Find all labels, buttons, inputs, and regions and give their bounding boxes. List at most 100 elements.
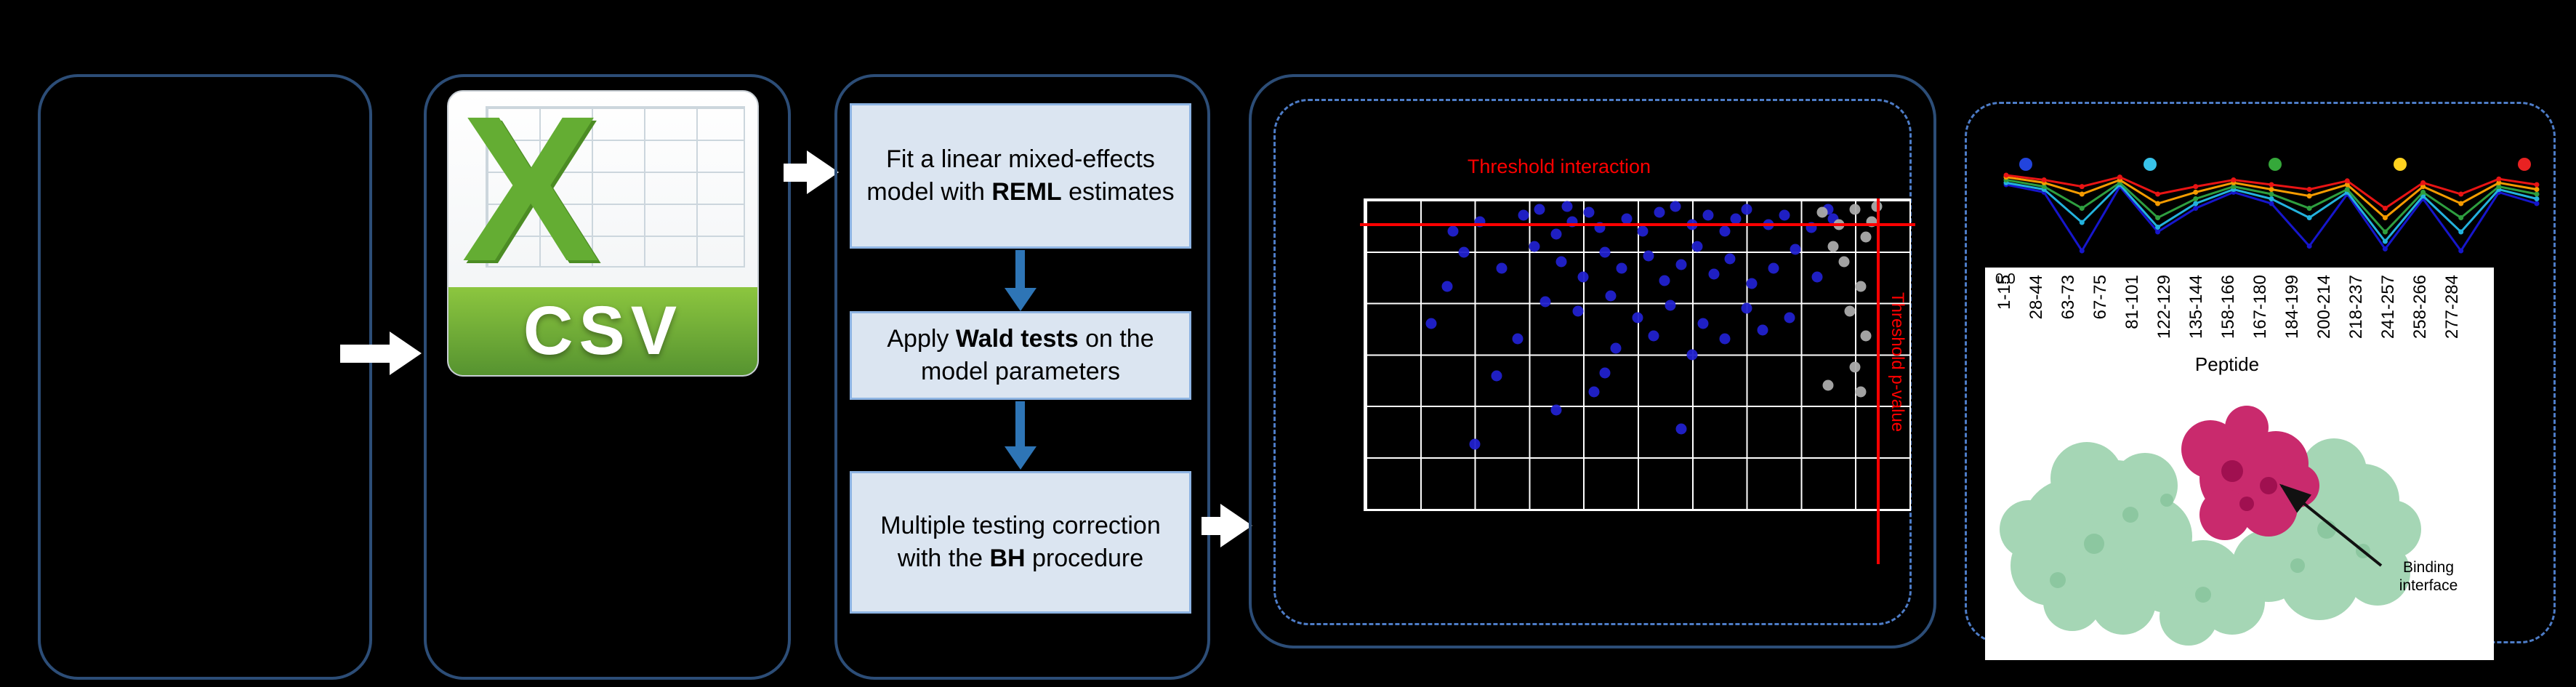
scatter-point-blue: [1518, 209, 1529, 221]
scatter-point-blue: [1697, 318, 1709, 329]
scatter-point-blue: [1648, 330, 1659, 342]
series-marker-blue: [2382, 246, 2388, 252]
marker-dot-green: [2269, 158, 2282, 171]
panel-csv: [424, 74, 791, 680]
scatter-point-blue: [1572, 305, 1584, 317]
peptide-marker-row: [1992, 158, 2559, 172]
marker-dot-blue: [2018, 158, 2032, 171]
series-marker-orange: [2458, 201, 2464, 206]
panel-volcano-outer: [1249, 74, 1936, 648]
scatter-point-blue: [1741, 302, 1752, 314]
flow-step-wald-text: Apply Wald tests on the model parameters: [887, 325, 1154, 385]
scatter-point-blue: [1659, 275, 1670, 286]
series-marker-cyan: [2155, 225, 2161, 230]
series-marker-cyan: [2382, 238, 2388, 244]
scatter-point-blue: [1691, 241, 1703, 252]
scatter-point-blue: [1790, 244, 1801, 255]
series-marker-green: [2041, 184, 2047, 190]
scatter-point-gray: [1849, 204, 1861, 215]
scatter-point-gray: [1849, 361, 1861, 372]
marker-dot-yellow: [2393, 158, 2407, 171]
scatter-point-gray: [1816, 206, 1828, 218]
down-arrow-2: [1015, 401, 1025, 446]
series-marker-red: [2193, 184, 2199, 190]
scatter-point-blue: [1811, 271, 1823, 283]
scatter-point-blue: [1550, 404, 1562, 416]
scatter-point-gray: [1844, 305, 1856, 317]
peptide-axis-label: Peptide: [2194, 353, 2260, 375]
series-marker-blue: [2079, 248, 2085, 254]
binding-interface-arrow-icon: [2279, 483, 2383, 567]
series-marker-green: [2079, 206, 2085, 211]
arrow-head-icon: [1220, 504, 1252, 547]
scatter-point-blue: [1730, 213, 1742, 224]
scatter-point-blue: [1708, 268, 1720, 280]
scatter-point-gray: [1822, 379, 1834, 391]
scatter-point-blue: [1441, 281, 1453, 292]
scatter-point-blue: [1719, 225, 1731, 236]
series-marker-green: [2496, 184, 2502, 190]
series-marker-orange: [2155, 201, 2161, 206]
threshold-pvalue-line: [1877, 198, 1880, 564]
scatter-point-blue: [1632, 312, 1643, 323]
series-marker-blue: [2306, 244, 2312, 249]
series-marker-orange: [2534, 187, 2540, 192]
scatter-point-blue: [1458, 246, 1470, 258]
scatter-point-blue: [1779, 209, 1790, 221]
series-marker-blue: [2155, 229, 2161, 235]
series-marker-orange: [2382, 215, 2388, 220]
series-marker-red: [2344, 178, 2350, 184]
series-marker-red: [2003, 172, 2009, 178]
arrow-shaft: [1202, 516, 1220, 535]
scatter-point-blue: [1425, 318, 1437, 329]
scatter-point-blue: [1665, 300, 1676, 310]
protein-structure-image: [2000, 406, 2421, 646]
series-marker-red: [2079, 184, 2085, 190]
series-marker-orange: [2496, 180, 2502, 185]
arrow-shaft: [784, 163, 807, 182]
scatter-point-blue: [1561, 201, 1573, 212]
series-marker-red: [2496, 176, 2502, 182]
scatter-point-blue: [1610, 342, 1622, 354]
series-marker-cyan: [2458, 229, 2464, 235]
scatter-point-blue: [1539, 296, 1551, 308]
series-marker-cyan: [2306, 215, 2312, 220]
scatter-point-blue: [1643, 250, 1654, 261]
arrow-right-1: [340, 332, 422, 375]
series-marker-green: [2458, 215, 2464, 220]
scatter-point-blue: [1654, 206, 1665, 218]
series-marker-green: [2534, 191, 2540, 197]
flow-step-wald: Apply Wald tests on the model parameters: [850, 311, 1191, 400]
scatter-point-gray: [1855, 386, 1867, 397]
scatter-point-blue: [1675, 259, 1687, 270]
peptide-line-chart: [2003, 172, 2540, 254]
series-marker-green: [2344, 187, 2350, 192]
scatter-point-gray: [1827, 241, 1839, 252]
binding-interface-label: Binding interface: [2399, 559, 2458, 595]
scatter-point-gray: [1860, 330, 1872, 342]
scatter-point-blue: [1577, 271, 1589, 283]
scatter-point-blue: [1702, 209, 1714, 221]
marker-dot-red: [2518, 158, 2532, 171]
series-marker-green: [2231, 184, 2237, 190]
arrow-shaft: [340, 344, 390, 363]
scatter-point-blue: [1555, 256, 1567, 268]
series-marker-cyan: [2079, 220, 2085, 225]
csv-ribbon: CSV: [448, 287, 757, 375]
scatter-point-blue: [1469, 438, 1481, 450]
scatter-point-blue: [1621, 213, 1633, 224]
csv-file-icon: X CSV: [447, 86, 759, 377]
scatter-point-blue: [1491, 370, 1502, 382]
scatter-point-blue: [1637, 225, 1649, 236]
series-marker-green: [2306, 206, 2312, 211]
marker-dot-cyan: [2144, 158, 2157, 171]
scatter-point-blue: [1746, 278, 1758, 289]
scatter-point-blue: [1719, 333, 1731, 345]
arrow-right-2: [784, 150, 839, 194]
scatter-point-gray: [1855, 281, 1867, 292]
scatter-point-gray: [1838, 256, 1850, 268]
series-marker-red: [2155, 191, 2161, 197]
series-marker-red: [2382, 206, 2388, 211]
